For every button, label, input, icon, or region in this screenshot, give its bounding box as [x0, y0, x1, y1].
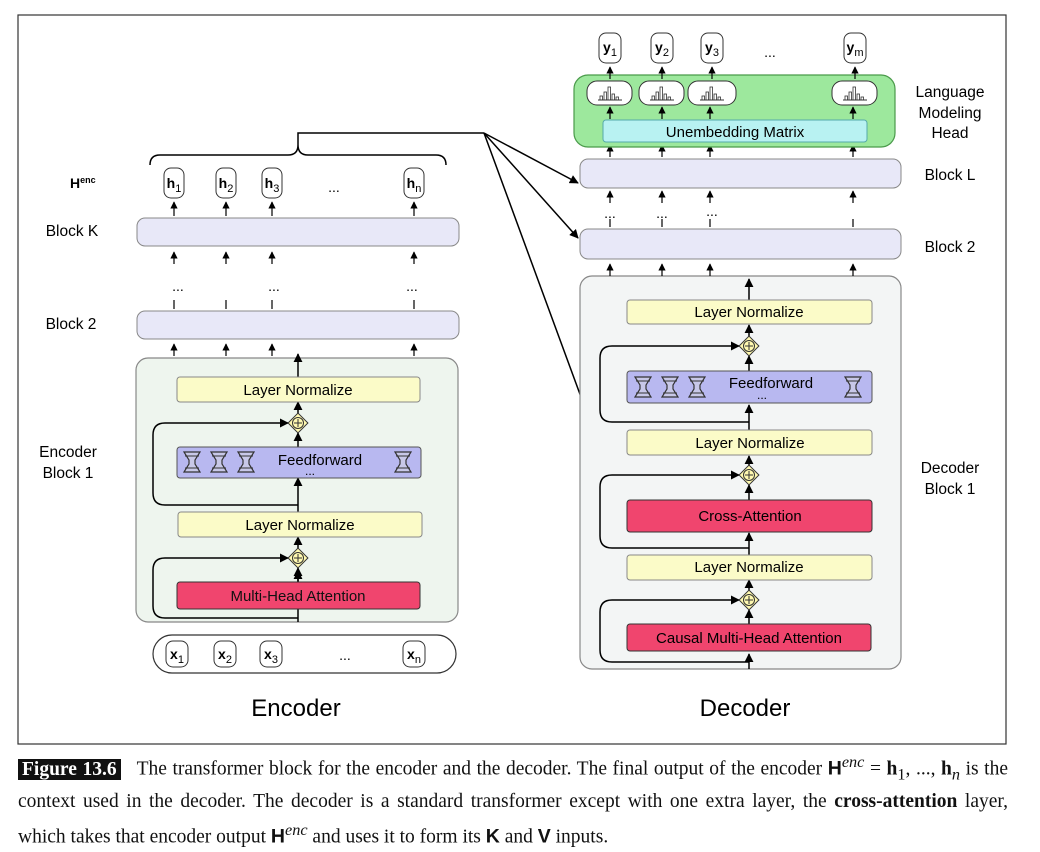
svg-text:...: ... [328, 179, 340, 195]
decoder-output-ym: ym [847, 39, 864, 59]
decoder-causal-attention [626, 623, 872, 652]
encoder-input-ellipsis: ... [339, 647, 351, 663]
encoder-output-hn: hn [407, 175, 422, 195]
encoder-output-h3: h3 [265, 175, 280, 195]
encoder-layer-norm-top [176, 376, 421, 403]
encoder-block-1-label: Encoder [39, 444, 97, 461]
unembedding-matrix [602, 119, 868, 143]
context-arrow-block-l [483, 132, 579, 184]
svg-text:Layer Normalize: Layer Normalize [695, 435, 804, 452]
decoder-block-1-label: Decoder [921, 460, 980, 477]
svg-text:...: ... [757, 388, 767, 402]
decoder-output-y2: y2 [655, 39, 669, 59]
encoder-multihead-attention [176, 581, 421, 610]
encoder-feedforward [176, 446, 422, 479]
context-arrow-block-2 [483, 132, 579, 239]
decoder-layer-norm-2 [626, 429, 873, 456]
svg-text:Layer Normalize: Layer Normalize [245, 517, 354, 534]
svg-text:...: ... [305, 464, 315, 478]
svg-text:Feedforward: Feedforward [729, 375, 813, 392]
figure-label: Figure 13.6 [18, 758, 121, 780]
svg-text:Cross-Attention: Cross-Attention [698, 508, 801, 525]
henc-label: Henc [70, 175, 96, 191]
encoder-input-xn: xn [407, 646, 421, 666]
encoder-output-h2: h2 [219, 175, 234, 195]
decoder-output-y3: y3 [705, 39, 719, 59]
encoder-block-2 [136, 310, 460, 340]
encoder-input-x1: x1 [170, 646, 184, 666]
encoder-input-x3: x3 [264, 646, 278, 666]
decoder-block-1 [579, 275, 902, 670]
svg-text:Modeling: Modeling [919, 105, 982, 122]
decoder-title: Decoder [700, 695, 791, 722]
decoder-layer-norm-1 [626, 299, 873, 325]
svg-text:Feedforward: Feedforward [278, 452, 362, 469]
svg-text:...: ... [764, 44, 776, 60]
svg-text:...: ... [604, 205, 616, 221]
svg-text:Unembedding Matrix: Unembedding Matrix [666, 124, 805, 141]
svg-text:...: ... [406, 278, 418, 294]
encoder-block-k-label: Block K [46, 223, 99, 240]
decoder-output-tokens [598, 32, 867, 64]
decoder-block-2 [579, 228, 902, 260]
decoder-block-2-label: Block 2 [925, 239, 976, 256]
decoder-block-l [579, 158, 902, 189]
svg-text:Block 1: Block 1 [925, 481, 976, 498]
encoder-title: Encoder [251, 695, 340, 722]
svg-text:Layer Normalize: Layer Normalize [694, 304, 803, 321]
encoder-block-k [136, 217, 460, 247]
decoder-feedforward [626, 370, 873, 404]
svg-text:Layer Normalize: Layer Normalize [694, 559, 803, 576]
svg-text:...: ... [706, 203, 718, 219]
lm-head-label: Language [916, 84, 985, 101]
svg-text:Block 1: Block 1 [43, 465, 94, 482]
encoder-block-2-label: Block 2 [46, 316, 97, 333]
encoder-layer-norm-bottom [177, 511, 423, 538]
svg-text:Causal Multi-Head Attention: Causal Multi-Head Attention [656, 630, 842, 647]
softmax-distributions [586, 80, 878, 106]
decoder-cross-attention [626, 499, 873, 533]
svg-text:Multi-Head Attention: Multi-Head Attention [230, 588, 365, 605]
svg-text:Head: Head [931, 125, 968, 142]
encoder-output-tokens [163, 167, 425, 199]
decoder-output-y1: y1 [603, 39, 617, 59]
figure-frame [17, 14, 1007, 745]
decoder-layer-norm-3 [626, 554, 873, 581]
henc-brace [149, 144, 447, 166]
svg-text:...: ... [172, 278, 184, 294]
encoder-input-x2: x2 [218, 646, 232, 666]
encoder-output-h1: h1 [167, 175, 182, 195]
decoder-block-l-label: Block L [925, 167, 976, 184]
svg-text:...: ... [268, 278, 280, 294]
transformer-encoder-decoder-diagram: x1 x2 x3 ... xn Encoder Block 1 Multi-He… [17, 14, 1007, 745]
svg-text:Layer Normalize: Layer Normalize [243, 382, 352, 399]
encoder-input-tokens [165, 640, 426, 668]
svg-text:...: ... [656, 205, 668, 221]
